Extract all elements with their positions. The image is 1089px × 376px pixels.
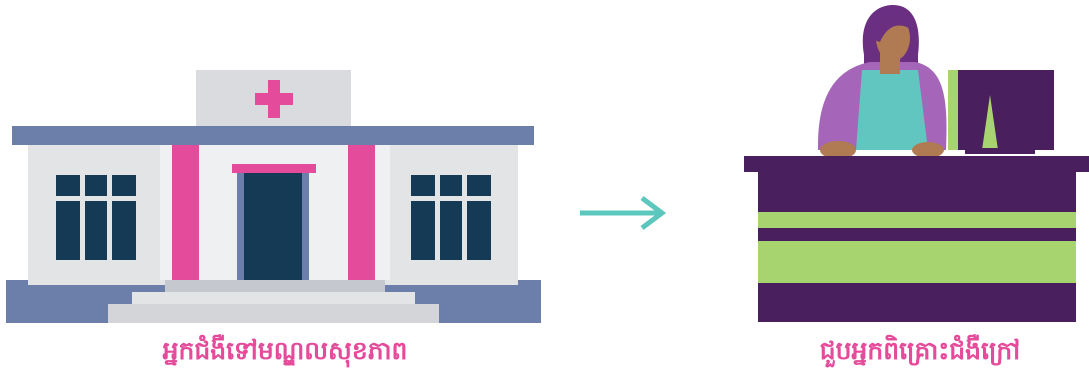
health-center-caption: អ្នកជំងឺទៅមណ្ឌលសុខភាព (130, 336, 440, 372)
monitor-icon (948, 70, 1054, 154)
window-right-icon (411, 175, 491, 260)
receptionist-caption: ជួបអ្នកពិគ្រោះជំងឺក្រៅ (790, 336, 1050, 372)
door-icon (244, 173, 302, 281)
receptionist-desk-icon (744, 5, 1089, 322)
window-left-icon (56, 175, 136, 260)
health-center-icon (6, 70, 541, 323)
receptionist-icon (818, 5, 946, 159)
arrow-right-icon (580, 198, 662, 228)
